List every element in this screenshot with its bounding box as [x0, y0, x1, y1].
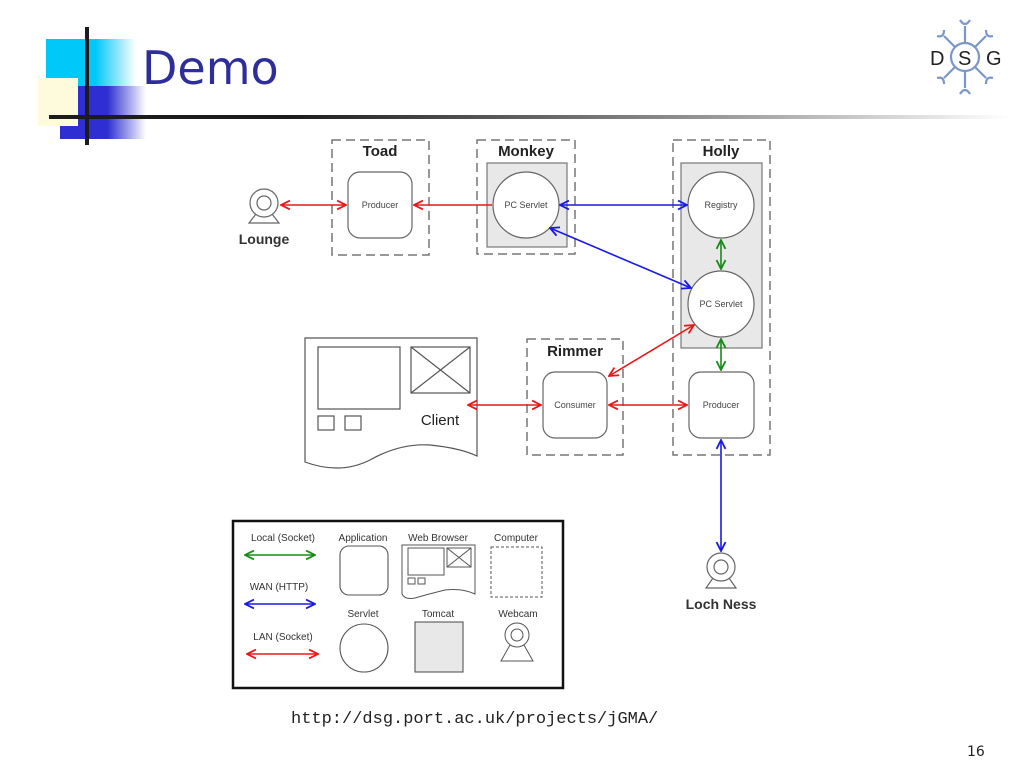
label-toad: Toad: [363, 143, 398, 160]
label-monkey: Monkey: [498, 143, 555, 160]
project-url-link[interactable]: http://dsg.port.ac.uk/projects/jGMA/: [291, 710, 659, 729]
rimmer-consumer-label: Consumer: [554, 400, 596, 410]
legend: Local (Socket) WAN (HTTP) LAN (Socket) A…: [231, 519, 565, 690]
page-number: 16: [967, 744, 985, 760]
holly-servlet-label: PC Servlet: [699, 299, 743, 309]
label-holly: Holly: [703, 143, 740, 160]
holly-producer-label: Producer: [703, 400, 740, 410]
legend-lan-socket-label: LAN (Socket): [253, 632, 312, 643]
legend-application-shape: [339, 545, 389, 596]
legend-application-label: Application: [339, 533, 388, 544]
holly-producer-node: [688, 371, 755, 439]
logo-branches: [936, 19, 994, 95]
legend-tomcat-shape: [414, 621, 464, 673]
monkey-servlet-label: PC Servlet: [504, 200, 548, 210]
conn-holly-servlet-consumer: [609, 325, 694, 376]
legend-servlet-label: Servlet: [347, 609, 378, 620]
lounge-webcam-icon: [247, 188, 281, 224]
legend-web-browser-shape: [401, 544, 476, 599]
toad-producer-label: Producer: [362, 200, 399, 210]
client-browser-node: [304, 337, 478, 469]
legend-computer-shape: [490, 546, 543, 598]
slide-title: Demo: [142, 41, 279, 95]
legend-webcam-label: Webcam: [498, 609, 537, 620]
legend-tomcat-label: Tomcat: [422, 609, 454, 620]
legend-web-browser-label: Web Browser: [408, 533, 469, 544]
logo-letter-g: G: [986, 48, 1002, 70]
legend-wan-http-label: WAN (HTTP): [250, 582, 309, 593]
lounge-label: Lounge: [239, 231, 290, 247]
loch-ness-label: Loch Ness: [686, 596, 757, 612]
logo-letter-s: S: [958, 48, 971, 70]
toad-producer-node: [347, 171, 413, 239]
architecture-diagram: Toad Monkey Holly Rimmer Producer Consum…: [231, 139, 771, 690]
client-label: Client: [421, 412, 460, 429]
legend-local-socket-label: Local (Socket): [251, 533, 315, 544]
computer-monkey: [476, 139, 576, 255]
holly-registry-label: Registry: [704, 200, 738, 210]
legend-computer-label: Computer: [494, 533, 539, 544]
decor-vertical-line: [85, 27, 89, 145]
title-underline: [49, 115, 1009, 119]
label-rimmer: Rimmer: [547, 343, 603, 360]
loch-ness-webcam-icon: [704, 552, 738, 589]
rimmer-consumer-node: [542, 371, 608, 439]
legend-webcam-icon: [500, 622, 534, 662]
computer-rimmer: [526, 338, 624, 456]
conn-monkey-servlet-holly-servlet: [550, 228, 691, 288]
legend-servlet-shape: [339, 623, 389, 673]
dsg-logo-icon: D S G: [930, 19, 1002, 95]
holly-servlet-node: [687, 270, 755, 338]
computer-holly: [672, 139, 771, 456]
logo-letter-d: D: [930, 48, 944, 70]
computer-toad: [331, 139, 430, 256]
